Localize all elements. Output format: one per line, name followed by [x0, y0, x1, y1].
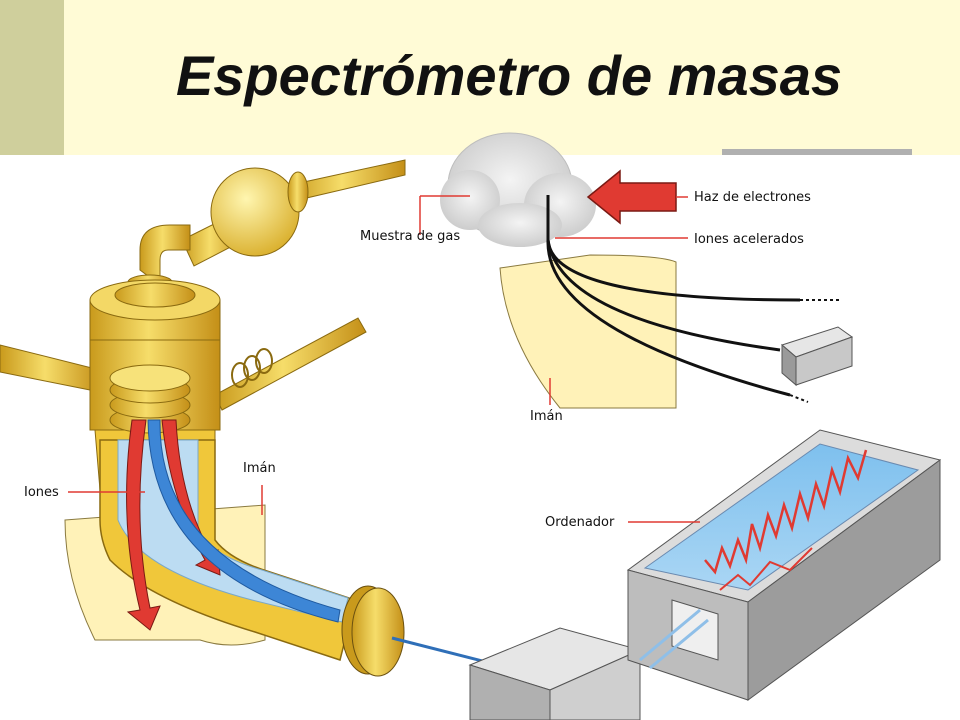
accent-bar: [0, 0, 64, 155]
label-accelerated-ions: Iones acelerados: [694, 232, 804, 247]
label-electron-beam: Haz de electrones: [694, 190, 811, 205]
label-ions: Iones: [24, 485, 59, 500]
slide-title: Espectrómetro de masas: [175, 44, 843, 107]
electron-beam-arrow: [586, 169, 677, 225]
amplifier-box: [468, 627, 642, 720]
label-magnet-bottom: Imán: [243, 461, 276, 476]
inset-ion-source: Haz de electrones Muestra de gas Iones a…: [360, 132, 854, 424]
label-computer: Ordenador: [545, 515, 615, 530]
gas-cloud: [440, 132, 596, 247]
heater-coil: [231, 348, 273, 388]
label-magnet-top: Imán: [530, 409, 563, 424]
light-ions-arrow: [161, 419, 221, 576]
title-underline: [722, 149, 912, 155]
computer-box: [626, 429, 942, 701]
main-apparatus: [0, 159, 942, 720]
label-gas-sample: Muestra de gas: [360, 229, 460, 244]
ion-beams: [546, 195, 801, 397]
title-band: [0, 0, 960, 155]
ion-beam: [147, 419, 341, 623]
spectrum-trace: [704, 449, 868, 575]
inset-detector: [780, 326, 854, 387]
main-detector: [341, 585, 405, 677]
inset-magnet: [499, 254, 677, 409]
gas-bulb: [210, 167, 300, 257]
